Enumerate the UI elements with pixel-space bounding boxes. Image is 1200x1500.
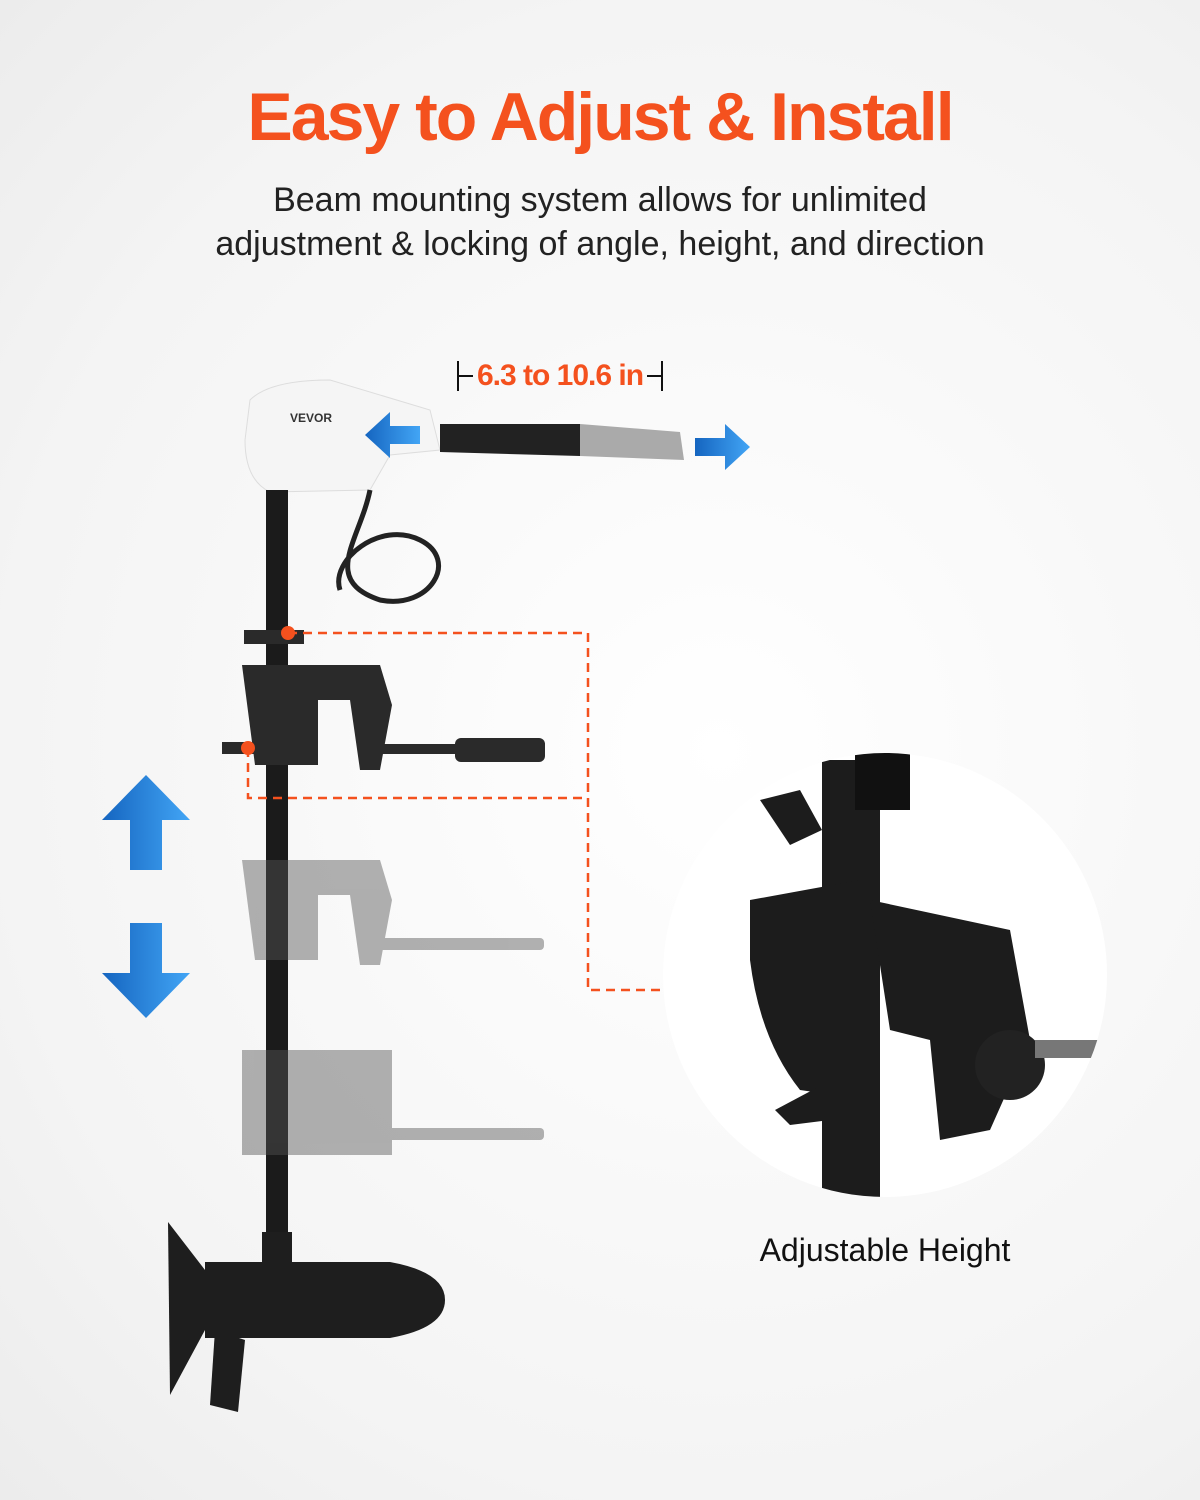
arrow-left-icon [365, 412, 420, 458]
arrow-down-icon [102, 923, 190, 1018]
subtitle-line-1: Beam mounting system allows for unlimite… [273, 181, 927, 219]
subtitle: Beam mounting system allows for unlimite… [0, 178, 1200, 266]
detail-clamp-closeup [750, 753, 1107, 1197]
handle-length-dimension: 6.3 to 10.6 in [440, 358, 680, 394]
handle-length-label: 6.3 to 10.6 in [476, 359, 644, 392]
callout-lines [246, 631, 662, 992]
arrow-up-icon [102, 775, 190, 870]
subtitle-line-2: adjustment & locking of angle, height, a… [215, 225, 985, 263]
arrow-right-icon [695, 424, 750, 470]
detail-caption: Adjustable Height [759, 1232, 1011, 1268]
vevor-logo: VEVOR [290, 411, 332, 425]
page-title: Easy to Adjust & Install [247, 79, 954, 155]
motor-head: VEVOR [244, 379, 684, 493]
propeller-motor [168, 1222, 445, 1412]
